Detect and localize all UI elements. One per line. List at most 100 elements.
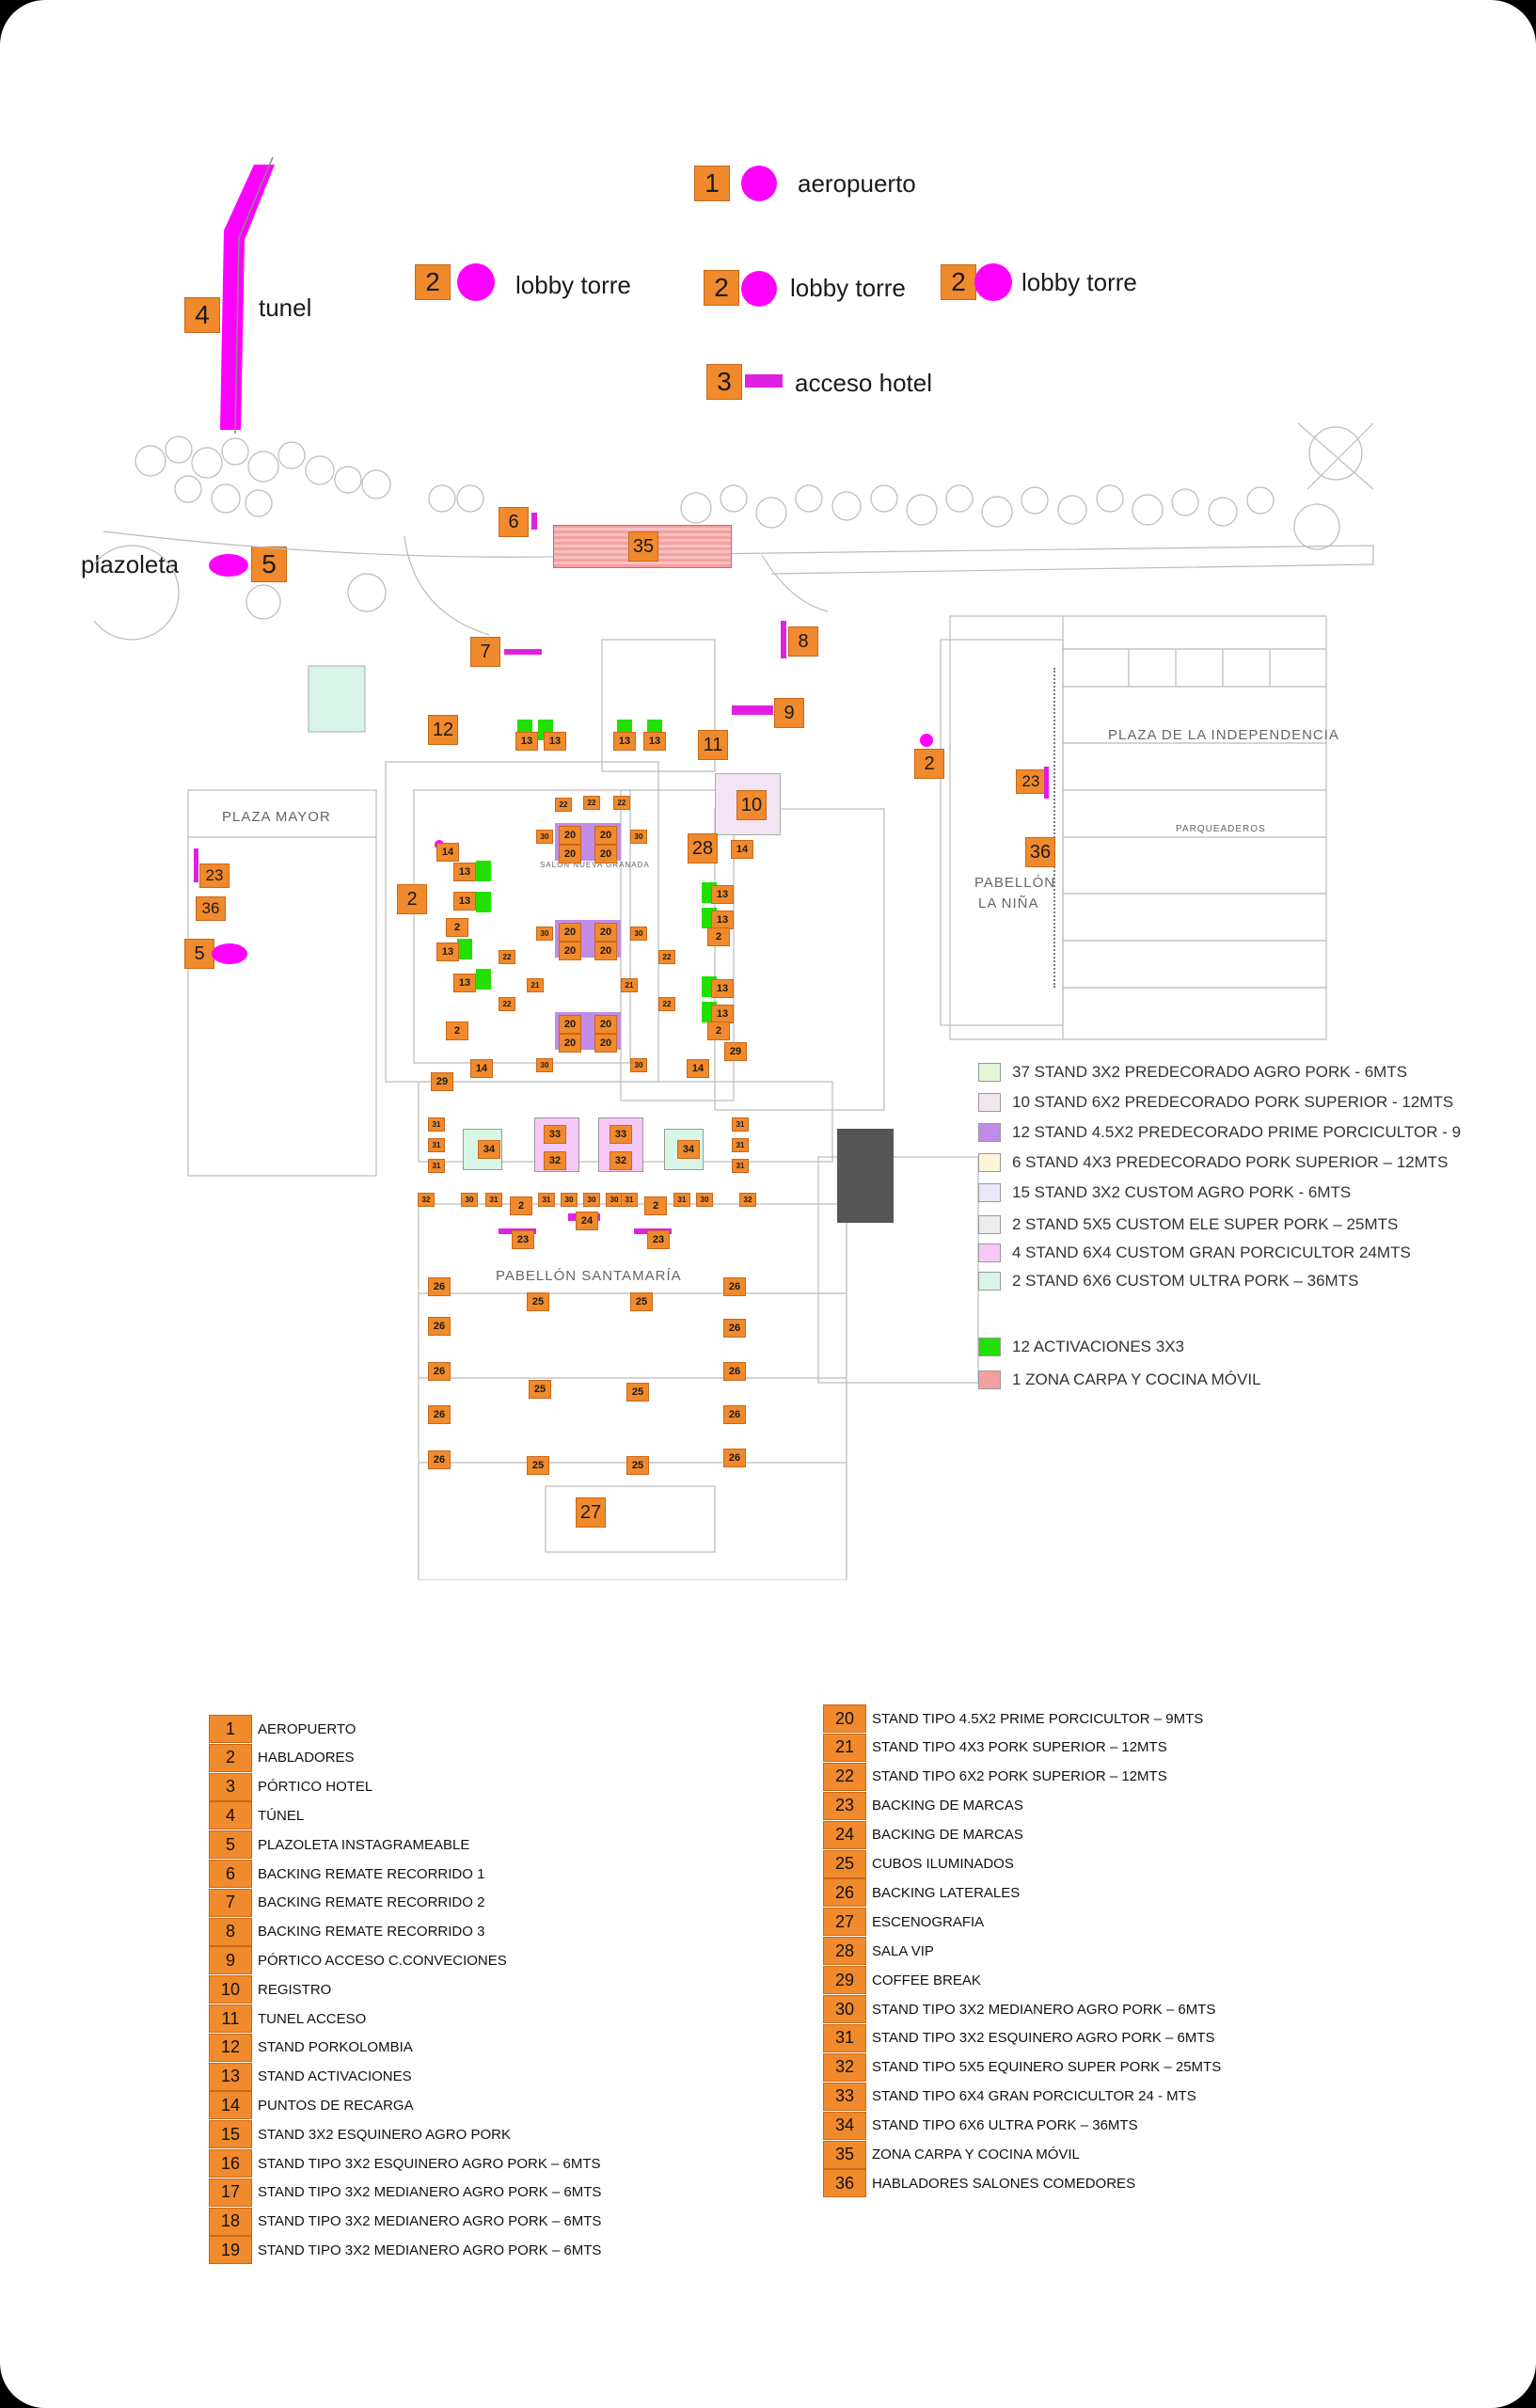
marker-2-left: 2 (397, 884, 427, 914)
backing-23-right (1044, 767, 1049, 799)
marker-13: 13 (453, 863, 476, 881)
marker-2: 2 (707, 1022, 730, 1040)
key-number: 18 (209, 2207, 252, 2236)
marker-31: 31 (428, 1159, 445, 1173)
marker-13: 13 (711, 885, 734, 904)
key-number: 7 (209, 1888, 252, 1917)
marker-13: 13 (711, 911, 734, 929)
hablador-dot-right (920, 734, 933, 747)
backing-6 (531, 513, 537, 530)
marker-30: 30 (536, 1058, 553, 1072)
key-text: STAND TIPO 3X2 MEDIANERO AGRO PORK – 6MT… (258, 2184, 602, 2201)
legend-item: 6 STAND 4X3 PREDECORADO PORK SUPERIOR – … (978, 1153, 1449, 1172)
marker-26: 26 (723, 1405, 746, 1424)
legend-item: 1 ZONA CARPA Y COCINA MÓVIL (978, 1370, 1261, 1389)
marker-5-left: 5 (184, 939, 214, 969)
key-number: 30 (823, 1995, 866, 2023)
marker-20: 20 (559, 1034, 581, 1053)
marker-26: 26 (723, 1449, 746, 1467)
marker-13: 13 (453, 974, 476, 992)
marker-32: 32 (610, 1151, 632, 1170)
marker-26: 26 (428, 1317, 451, 1336)
marker-14: 14 (436, 843, 459, 862)
key-number: 9 (209, 1946, 252, 1975)
marker-21: 21 (621, 978, 638, 992)
key-number: 10 (209, 1975, 252, 2004)
legend-text: 37 STAND 3X2 PREDECORADO AGRO PORK - 6MT… (1012, 1063, 1408, 1081)
marker-32: 32 (418, 1193, 435, 1207)
marker-lobby-torre-3: 2 (941, 264, 976, 300)
marker-20: 20 (594, 1034, 617, 1053)
marker-31: 31 (538, 1193, 555, 1207)
marker-22: 22 (658, 997, 675, 1011)
marker-13: 13 (515, 732, 538, 751)
key-number: 21 (823, 1733, 866, 1762)
legend-text: 1 ZONA CARPA Y COCINA MÓVIL (1012, 1370, 1261, 1388)
marker-21: 21 (527, 978, 544, 992)
legend-swatch (978, 1272, 1001, 1291)
key-number: 12 (209, 2033, 252, 2062)
marker-26: 26 (428, 1405, 451, 1424)
marker-30: 30 (696, 1193, 713, 1207)
key-text: SALA VIP (872, 1942, 934, 1959)
key-number: 13 (209, 2062, 252, 2091)
tunel-shape (220, 156, 275, 435)
legend-item: 12 ACTIVACIONES 3X3 (978, 1338, 1184, 1356)
key-text: STAND TIPO 6X6 ULTRA PORK – 36MTS (872, 2117, 1138, 2134)
key-number: 28 (823, 1937, 866, 1966)
marker-14: 14 (731, 840, 753, 859)
key-text: PUNTOS DE RECARGA (258, 2097, 414, 2114)
parking-dividers (1053, 668, 1067, 988)
label-parqueaderos: PARQUEADEROS (1176, 824, 1266, 834)
marker-31: 31 (621, 1193, 638, 1207)
legend-text: 6 STAND 4X3 PREDECORADO PORK SUPERIOR – … (1012, 1153, 1449, 1171)
key-text: HABLADORES SALONES COMEDORES (872, 2175, 1136, 2192)
label-tunel: tunel (259, 293, 312, 322)
key-number: 16 (209, 2149, 252, 2178)
marker-20: 20 (594, 826, 617, 845)
marker-20: 20 (559, 826, 581, 845)
activation-stand (457, 939, 472, 959)
label-pabellon-nina-2: LA NIÑA (978, 895, 1039, 911)
label-plaza-independencia: PLAZA DE LA INDEPENDENCIA (1108, 727, 1339, 743)
key-text: STAND TIPO 3X2 MEDIANERO AGRO PORK – 6MT… (258, 2213, 602, 2230)
key-text: PLAZOLETA INSTAGRAMEABLE (258, 1836, 470, 1853)
key-number: 31 (823, 2023, 866, 2052)
marker-22: 22 (555, 798, 572, 812)
key-text: STAND TIPO 3X2 MEDIANERO AGRO PORK – 6MT… (872, 2001, 1216, 2018)
key-number: 6 (209, 1860, 252, 1888)
key-number: 22 (823, 1762, 866, 1791)
label-lobby-torre-1: lobby torre (515, 271, 631, 299)
legend-swatch (978, 1215, 1001, 1234)
marker-13: 13 (436, 943, 459, 961)
marker-32: 32 (739, 1193, 756, 1207)
legend-item: 4 STAND 6X4 CUSTOM GRAN PORCICULTOR 24MT… (978, 1244, 1411, 1262)
key-text: COFFEE BREAK (872, 1972, 981, 1988)
label-acceso-hotel: acceso hotel (795, 369, 932, 397)
key-number: 2 (209, 1743, 252, 1772)
marker-31: 31 (673, 1193, 690, 1207)
marker-25: 25 (527, 1456, 549, 1475)
marker-25: 25 (626, 1383, 649, 1402)
key-number: 20 (823, 1704, 866, 1733)
marker-31: 31 (732, 1117, 749, 1132)
marker-24: 24 (576, 1212, 598, 1230)
marker-29: 29 (724, 1042, 747, 1061)
legend-swatch (978, 1123, 1001, 1142)
backing-8 (781, 621, 786, 658)
marker-31: 31 (732, 1138, 749, 1152)
legend-text: 2 STAND 6X6 CUSTOM ULTRA PORK – 36MTS (1012, 1272, 1359, 1290)
marker-31: 31 (428, 1117, 445, 1132)
label-lobby-torre-3: lobby torre (1021, 268, 1137, 296)
